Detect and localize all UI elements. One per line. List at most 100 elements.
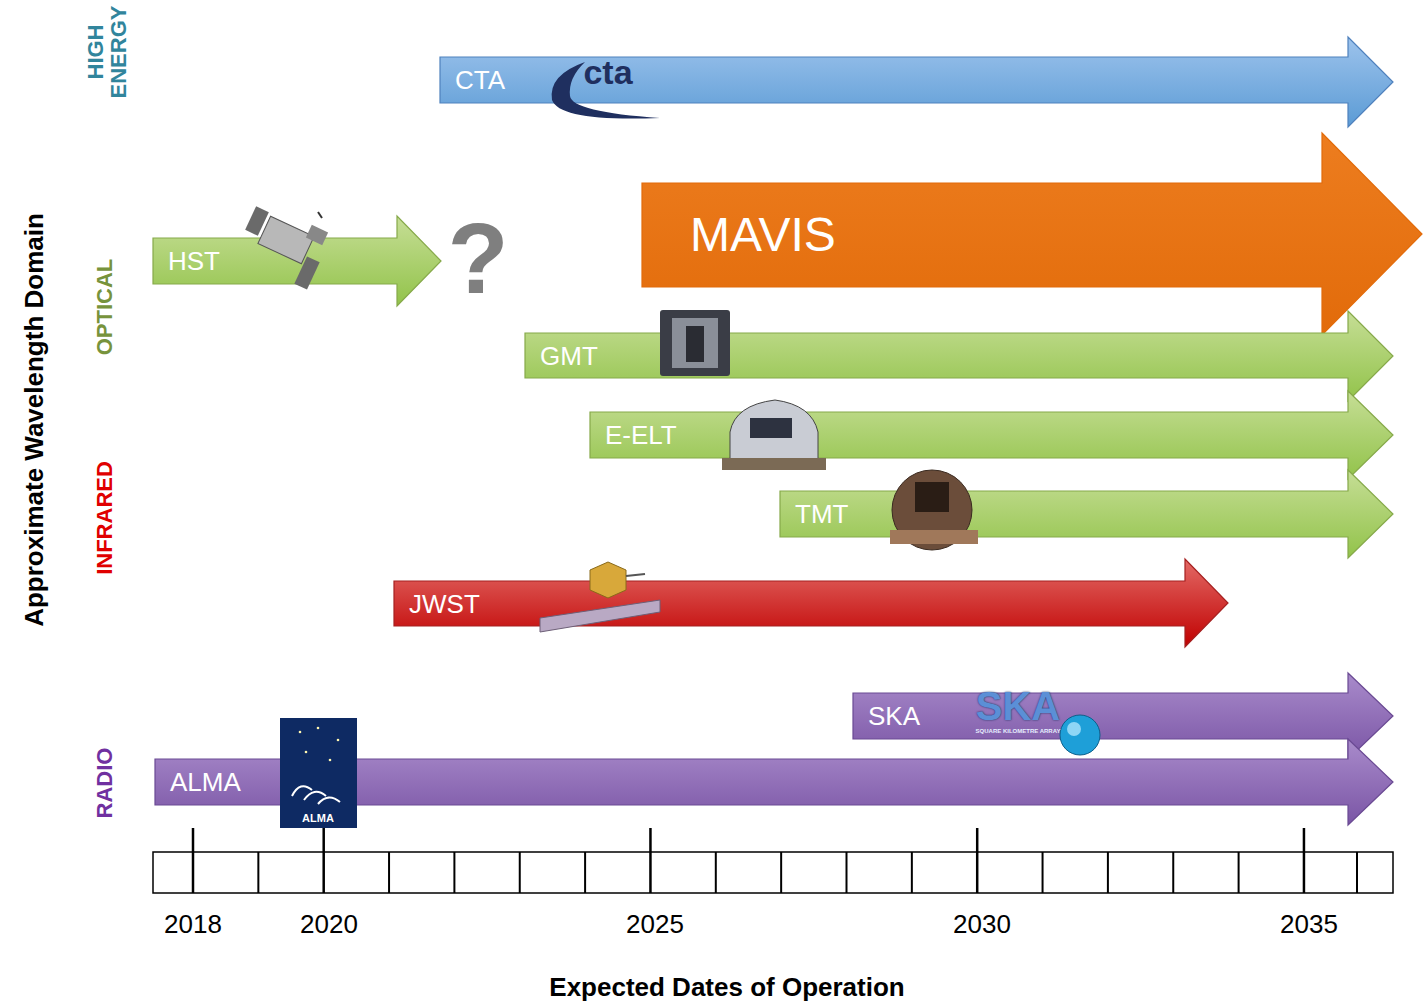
telescope-name: ALMA [170,769,241,795]
axis-tick [911,852,913,893]
arrow-shape [394,559,1228,647]
ska-icon [1060,715,1100,755]
axis-tick [780,852,782,893]
arrow-outline [780,470,1393,558]
eelt-slit [750,418,792,438]
telescope-name: CTA [455,67,505,93]
domain-label: INFRARED [93,461,116,575]
telescope-name: HST [168,248,220,274]
alma-star [317,727,320,730]
tmt-icon [890,470,978,550]
gmt-structure [686,326,704,362]
axis-tick [976,828,979,893]
alma-icon [280,718,357,828]
logo-text: cta [583,55,632,91]
timeline-arrow: ALMA [155,739,1393,825]
telescope-name: MAVIS [690,211,836,259]
axis-tick [519,852,521,893]
year-label: 2035 [1280,911,1338,938]
timeline-arrow: MAVIS [642,133,1422,335]
arrow-shape [525,311,1393,401]
axis-tick [846,852,848,893]
jwst-icon [540,562,660,632]
year-label: 2025 [626,911,684,938]
arrow-shape [780,470,1393,558]
arrow-outline [525,311,1393,401]
axis-title: Expected Dates of Operation [549,974,904,1001]
eelt-base [722,458,826,470]
axis-tick [257,852,259,893]
arrow-shape [590,391,1393,479]
axis-tick [1238,852,1240,893]
arrow-outline [590,391,1393,479]
axis-tick [649,828,652,893]
axis-tick [1172,852,1174,893]
telescope-name: E-ELT [605,422,677,448]
year-label: 2018 [164,911,222,938]
eelt-dome [730,400,818,462]
ska-globe [1060,715,1100,755]
alma-dishes [292,786,340,804]
arrow-outline [853,673,1393,759]
axis-tick [1042,852,1044,893]
eelt-icon [722,400,826,470]
alma-star [299,731,302,734]
axis-title: Approximate Wavelength Domain [21,213,48,627]
timeline-arrow: GMT [525,311,1393,401]
timeline-arrow: JWST [394,559,1228,647]
hst-panel [245,206,269,235]
timeline-arrow: SKA [853,673,1393,759]
timeline-arrow: E-ELT [590,391,1393,479]
axis-tick [1107,852,1109,893]
arrow-outline [394,559,1228,647]
hst-icon [245,206,328,289]
question-mark: ? [447,206,508,311]
gmt-icon [660,310,730,376]
domain-label: RADIO [93,748,116,819]
arrow-shape [155,739,1393,825]
hst-body [258,216,314,263]
jwst-strut [626,574,645,576]
axis-tick [388,852,390,893]
telescope-name: SKA [868,703,920,729]
axis-tick [1303,828,1306,893]
tmt-base [890,530,978,544]
hst-antenna [318,212,322,218]
arrow-shape [853,673,1393,759]
domain-label: OPTICAL [93,259,116,356]
axis-tick [584,852,586,893]
arrow-shape [440,37,1393,127]
ska-globe-shine [1067,722,1081,736]
year-label: 2020 [300,911,358,938]
axis-tick [1356,852,1358,893]
gmt-opening [672,318,718,368]
logo-text: SQUARE KILOMETRE ARRAY [976,728,1061,734]
telescope-name: JWST [409,591,480,617]
gmt-building [660,310,730,376]
alma-star [337,739,340,742]
timeline-arrow: HST [153,216,441,306]
alma-star [305,751,308,754]
timeline-arrow: CTA [440,37,1393,127]
arrow-outline [153,216,441,306]
domain-label: HIGH ENERGY [84,2,130,102]
arrow-outline [440,37,1393,127]
hst-aperture [306,225,328,245]
axis-tick [192,828,195,893]
jwst-mirror [590,562,626,598]
axis-tick [322,828,325,893]
axis-tick [715,852,717,893]
logo-text: SKA [976,685,1060,727]
tmt-slit [915,482,949,512]
axis-tick [453,852,455,893]
arrow-outline [642,133,1422,335]
telescope-name: TMT [795,501,848,527]
jwst-sunshield [540,600,660,632]
alma-logo [280,718,357,828]
alma-star [329,759,332,762]
telescope-name: GMT [540,343,598,369]
hst-panel [294,256,319,289]
logo-text: ALMA [302,813,334,825]
year-label: 2030 [953,911,1011,938]
timeline-arrow: TMT [780,470,1393,558]
